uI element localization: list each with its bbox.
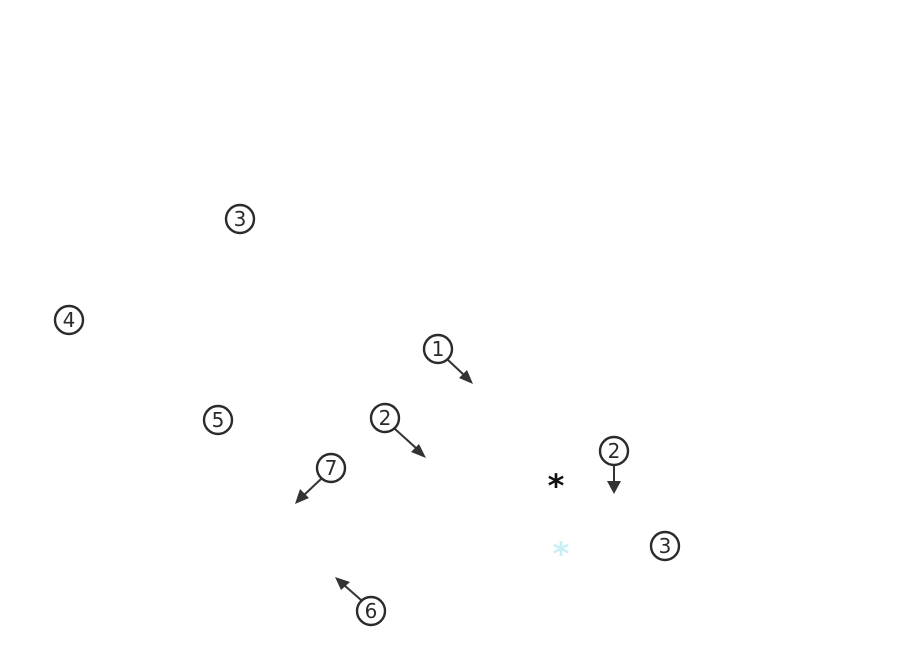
marker-label: 3 — [659, 534, 672, 558]
marker-label: 1 — [432, 337, 445, 361]
marker-label: 2 — [608, 439, 621, 463]
arrow-down-icon — [607, 465, 621, 494]
marker-3-bottom: 3 — [649, 530, 681, 562]
marker-4: 4 — [53, 304, 85, 336]
marker-2-right: 2 — [598, 435, 630, 467]
marker-label: 5 — [212, 408, 225, 432]
marker-label: 3 — [234, 207, 247, 231]
marker-7: 7 — [315, 452, 347, 484]
marker-2-left: 2 — [369, 402, 401, 434]
marker-label: 2 — [379, 406, 392, 430]
arrow-down-right-icon — [447, 359, 473, 384]
marker-1: 1 — [422, 333, 454, 365]
marker-label: 4 — [63, 308, 76, 332]
marker-label: 6 — [365, 599, 378, 623]
star-icon-black: * — [548, 467, 565, 505]
marker-3-top: 3 — [224, 203, 256, 235]
marker-6: 6 — [355, 595, 387, 627]
marker-5: 5 — [202, 404, 234, 436]
arrow-up-left-icon — [335, 577, 362, 601]
arrow-down-left-icon — [295, 478, 322, 504]
arrow-down-right-icon — [394, 428, 426, 458]
star-icon-cyan: * — [553, 535, 570, 573]
marker-label: 7 — [325, 456, 338, 480]
